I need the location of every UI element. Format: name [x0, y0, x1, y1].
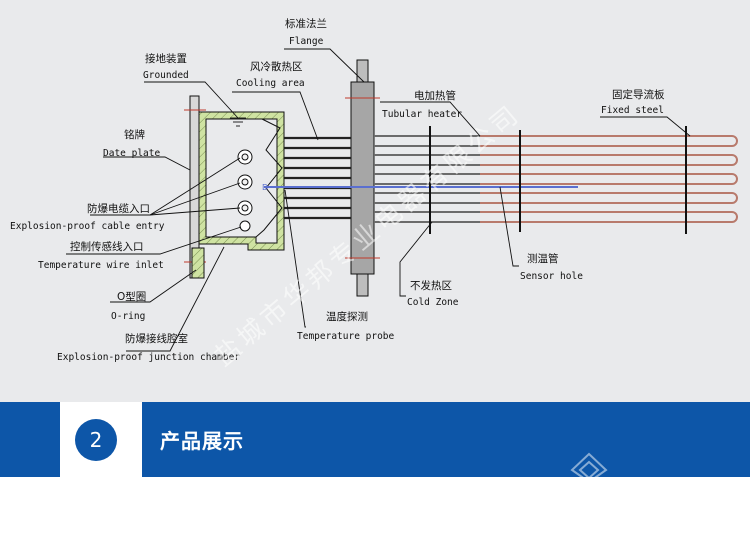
step-number-badge: 2: [75, 419, 117, 461]
label-fixed-cn: 固定导流板: [612, 88, 665, 101]
heater-structure-diagram: D: [0, 0, 750, 402]
label-cable-en: Explosion-proof cable entry: [10, 221, 165, 232]
label-oring-cn: O型圈: [117, 290, 146, 303]
label-tubular-cn: 电加热管: [414, 89, 456, 102]
label-probe-cn: 温度探测: [326, 310, 368, 323]
sensor-tube-tip: D: [262, 183, 268, 192]
junction-chamber: [198, 111, 285, 251]
diamond-logo-icon: [570, 452, 608, 482]
heater-tubes-cold-zone: [374, 135, 480, 223]
step-number-box: 2: [60, 402, 142, 477]
oring-housing: [191, 247, 205, 279]
label-tubular-en: Tubular heater: [382, 109, 462, 120]
label-junction-cn: 防爆接线腔室: [125, 332, 188, 345]
label-sensor-en: Sensor hole: [520, 271, 583, 282]
label-flange-en: Flange: [289, 36, 324, 47]
label-cooling-cn: 风冷散热区: [250, 60, 303, 73]
label-wire-cn: 控制传感线入口: [70, 240, 144, 253]
label-flange-cn: 标准法兰: [285, 17, 327, 30]
fixed-steel-baffles: [429, 126, 687, 234]
label-cold-en: Cold Zone: [407, 297, 459, 308]
label-date-cn: 铭牌: [124, 128, 145, 141]
chamber-inner-profile: [255, 118, 283, 238]
heater-tubes: [374, 135, 738, 223]
cooling-tubes: [284, 136, 351, 220]
label-grounded-cn: 接地装置: [145, 52, 187, 65]
label-cold-cn: 不发热区: [410, 279, 452, 292]
flange-body: [350, 81, 375, 275]
label-probe-en: Temperature probe: [297, 331, 395, 342]
label-sensor-cn: 测温管: [527, 252, 559, 265]
label-grounded-en: Grounded: [143, 70, 189, 81]
label-junction-en: Explosion-proof junction chamber: [57, 352, 240, 363]
label-wire-en: Temperature wire inlet: [38, 260, 164, 271]
label-fixed-en: Fixed steel: [601, 105, 664, 116]
label-cooling-en: Cooling area: [236, 78, 305, 89]
cable-entry-glands: [237, 149, 253, 232]
diagram-svg: D: [10, 17, 738, 363]
flange-bolt-bottom: [356, 273, 369, 297]
label-date-en: Date plate: [103, 148, 160, 159]
section-title: 产品展示: [160, 429, 244, 453]
leader-lines: [66, 48, 691, 352]
flange-bolt-top: [356, 59, 369, 83]
label-cable-cn: 防爆电缆入口: [87, 202, 150, 215]
label-oring-en: O-ring: [111, 311, 145, 322]
